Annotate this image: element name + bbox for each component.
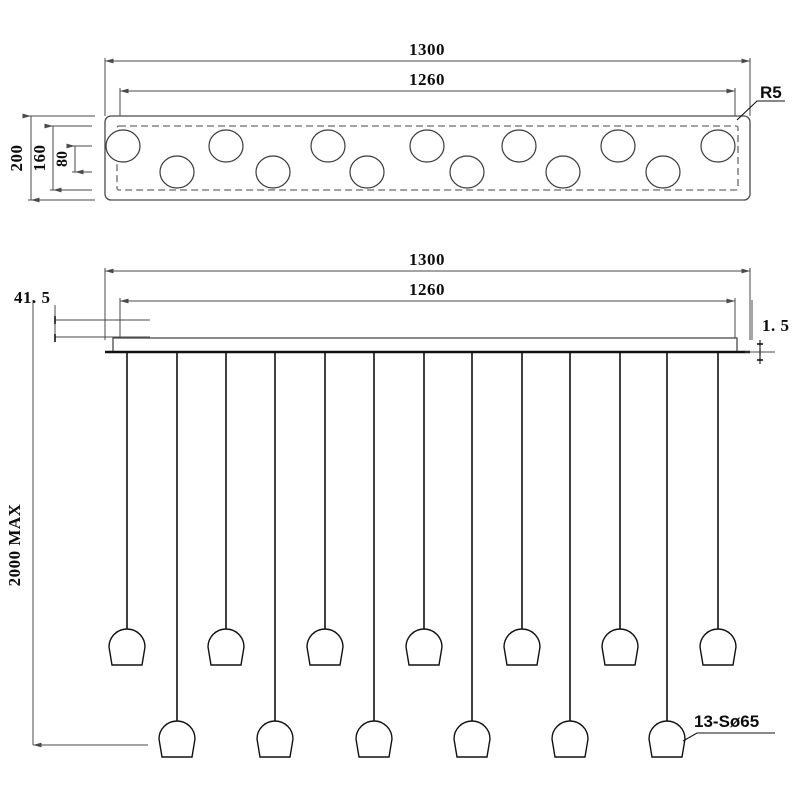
pendant-shade-long (453, 720, 491, 758)
elev-dim-1260 (119, 298, 736, 340)
pendant-shade-long (355, 720, 393, 758)
plan-hole (349, 155, 385, 189)
plan-hole (310, 129, 346, 163)
dim-label-80: 80 (54, 151, 71, 167)
plan-dim-80 (66, 143, 92, 175)
pendant-shade-long (158, 720, 196, 758)
plan-hole (545, 155, 581, 189)
plan-dim-1300 (104, 58, 751, 116)
dim-label-1300-top: 1300 (409, 40, 445, 59)
plan-hole-row-upper (105, 129, 736, 163)
plan-hole (700, 129, 736, 163)
dim-label-2000-max: 2000 MAX (5, 503, 24, 586)
hole-note-leader (682, 732, 775, 742)
plan-hole (449, 155, 485, 189)
dim-label-41-5: 41. 5 (14, 288, 51, 307)
elev-dim-41-5 (54, 305, 150, 342)
plan-hole (208, 129, 244, 163)
pendant-shade-short (503, 628, 541, 666)
pendant-shade-long (551, 720, 589, 758)
plan-hole (501, 129, 537, 163)
r5-leader (736, 100, 785, 121)
plan-hole (645, 155, 681, 189)
pendant-shade-short (108, 628, 146, 666)
pendant-shade-short (601, 628, 639, 666)
elev-dim-2000-max (32, 300, 148, 748)
elev-plate-body (112, 337, 738, 353)
pendant-shade-long (648, 720, 686, 758)
pendant-shade-short (207, 628, 245, 666)
plan-hole (600, 129, 636, 163)
pendant-shade-short (699, 628, 737, 666)
plan-hole (105, 129, 141, 163)
dim-label-160: 160 (30, 145, 49, 172)
plan-dim-160 (44, 123, 92, 193)
pendant-shade-short (306, 628, 344, 666)
note-label-r5: R5 (760, 83, 782, 102)
dim-label-1260-top: 1260 (409, 70, 445, 89)
plan-view-group (22, 58, 785, 203)
plan-hole (255, 155, 291, 189)
dim-label-200: 200 (7, 145, 26, 172)
dim-label-1-5: 1. 5 (762, 316, 790, 335)
pendant-shade-short (405, 628, 443, 666)
elev-dim-1300 (104, 268, 751, 340)
pendant-shades (108, 628, 737, 758)
plan-dim-200 (22, 113, 95, 203)
dim-label-1300-bottom: 1300 (409, 250, 445, 269)
plan-hole (159, 155, 195, 189)
pendant-cords (126, 352, 719, 737)
plan-hole-row-lower (159, 155, 681, 189)
plan-hole (409, 129, 445, 163)
elevation-view-group (32, 268, 775, 758)
dim-label-1260-bottom: 1260 (409, 280, 445, 299)
elev-dim-1-5 (745, 300, 775, 364)
pendant-shade-long (256, 720, 294, 758)
note-label-holes: 13-Sø65 (694, 712, 759, 731)
